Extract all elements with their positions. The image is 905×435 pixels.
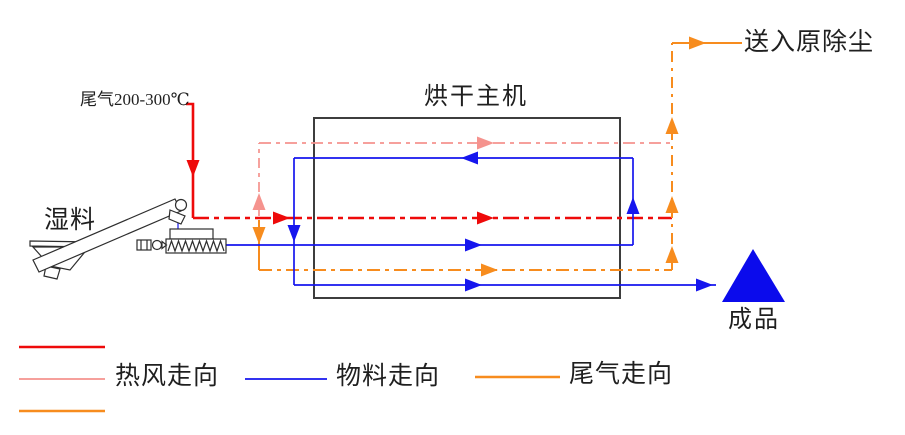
inclined-conveyor [32, 198, 188, 273]
legend-swatches [19, 345, 560, 413]
wet-material-label: 湿料 [44, 207, 97, 234]
exhaust-inlet-label: 尾气200-300℃ [80, 90, 190, 109]
exhaust-arrows [252, 36, 706, 277]
exhaust-line [258, 42, 742, 271]
hot-air-primary-arrows [186, 160, 494, 225]
hot-air-secondary-line [258, 142, 672, 216]
product-label: 成品 [728, 307, 780, 333]
hot-air-primary-line [186, 102, 672, 220]
legend-label-exhaust: 尾气走向 [569, 361, 674, 388]
hot-air-secondary-arrows [252, 136, 494, 210]
dust-outlet-label: 送入原除尘 [744, 29, 875, 56]
screw-feeder [136, 228, 227, 254]
product-triangle [722, 249, 785, 302]
feeder-motor [136, 239, 152, 251]
dryer-title: 烘干主机 [424, 84, 528, 110]
legend-label-material: 物料走向 [336, 363, 441, 390]
dryer-box [313, 117, 621, 299]
legend-label-hot-air: 热风走向 [115, 363, 220, 390]
material-arrows [287, 151, 713, 292]
